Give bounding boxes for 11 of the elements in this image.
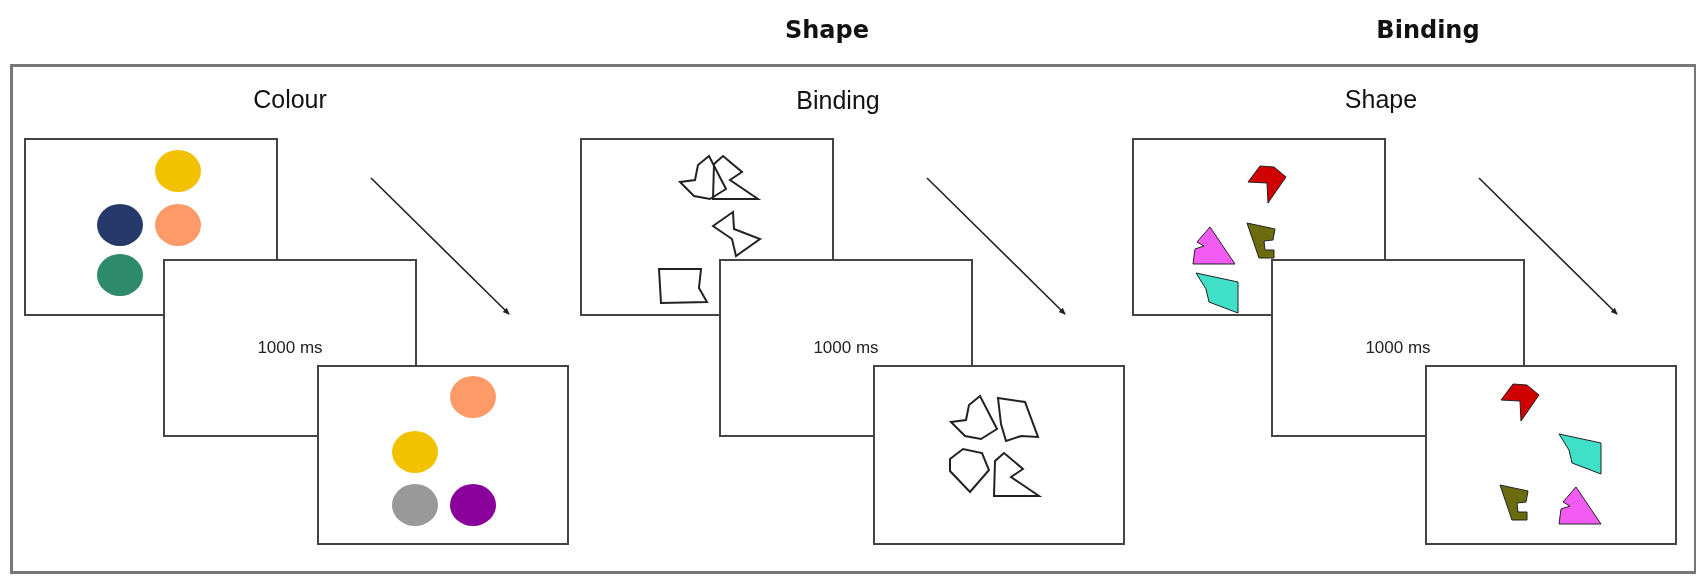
panel-heading: Shape [1344, 84, 1418, 114]
duration-text: 1000 ms [813, 338, 879, 358]
condition-label: Binding [1376, 16, 1480, 44]
stimulus-screen [873, 365, 1125, 545]
panel-heading: Binding [796, 85, 880, 115]
stimulus-screen [1425, 365, 1677, 545]
condition-label: Shape [785, 16, 869, 44]
duration-text: 1000 ms [1365, 338, 1431, 358]
panel-heading: Colour [253, 84, 327, 114]
stimulus-screen [317, 365, 569, 545]
duration-text: 1000 ms [257, 338, 323, 358]
